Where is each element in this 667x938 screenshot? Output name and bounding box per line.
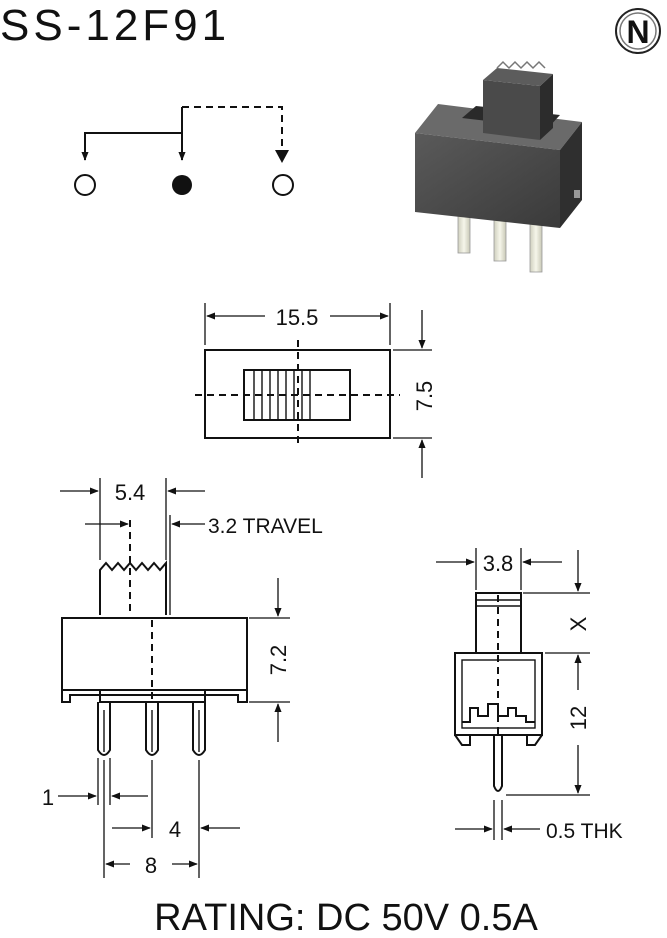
product-photo: [415, 60, 582, 273]
dim-pin-pitch: 4: [169, 817, 181, 842]
top-view: 15.5 7.5: [195, 303, 437, 478]
terminal-open-left: [74, 174, 96, 196]
dim-overall-height: 12: [566, 706, 591, 730]
dim-pin-span: 8: [145, 853, 157, 878]
front-view: 5.4 3.2 TRAVEL 7.2 1 4 8: [42, 478, 323, 878]
part-number-title: SS-12F91: [0, 1, 230, 50]
brand-logo: N: [615, 8, 661, 54]
terminal-open-right: [272, 174, 294, 196]
terminal-common: [172, 175, 192, 195]
side-view: 3.8 X 12 0.5 THK: [436, 548, 623, 843]
dim-actuator-width: 5.4: [115, 480, 146, 505]
dim-width: 7.5: [412, 381, 437, 412]
dim-travel: 3.2 TRAVEL: [208, 515, 323, 538]
dim-thickness: 0.5 THK: [546, 820, 623, 843]
dim-length: 15.5: [276, 305, 319, 330]
dim-body-height: 7.2: [266, 645, 291, 676]
logo-letter: N: [626, 14, 649, 50]
dim-pin-thickness: 1: [42, 785, 54, 810]
rating-text: RATING: DC 50V 0.5A: [154, 897, 538, 938]
dim-side-actuator-width: 3.8: [483, 551, 514, 576]
switch-schematic: [74, 106, 294, 196]
dim-actuator-height: X: [566, 616, 591, 631]
